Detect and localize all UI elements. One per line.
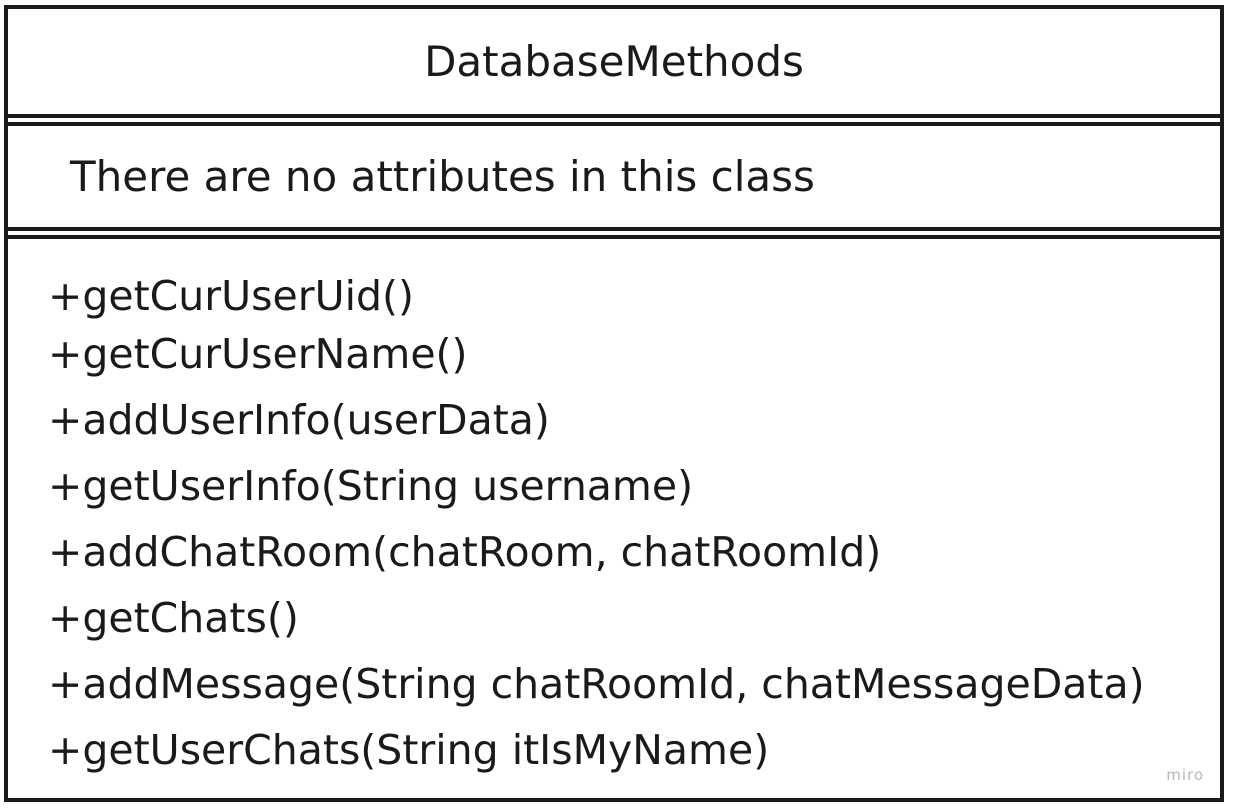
method-item: +getUserInfo(String username) [48,462,694,510]
method-item: +addMessage(String chatRoomId, chatMessa… [48,660,1145,708]
miro-watermark: miro [1166,766,1204,784]
compartment-separator [8,231,1220,239]
uml-class-box: DatabaseMethods There are no attributes … [4,5,1224,802]
method-item: +getCurUserUid() [48,272,415,320]
method-item: +getChats() [48,594,299,642]
method-item: +addChatRoom(chatRoom, chatRoomId) [48,528,882,576]
attributes-note: There are no attributes in this class [70,152,815,201]
method-item: +getUserChats(String itIsMyName) [48,726,770,774]
method-item: +addUserInfo(userData) [48,396,550,444]
class-name: DatabaseMethods [424,37,804,86]
methods-compartment: +getCurUserUid() +getCurUserName() +addU… [8,239,1220,798]
class-name-compartment: DatabaseMethods [8,9,1220,118]
method-list: +getCurUserUid() +getCurUserName() +addU… [48,269,1220,789]
method-item: +getCurUserName() [48,330,468,378]
attributes-compartment: There are no attributes in this class [8,126,1220,231]
compartment-separator [8,118,1220,126]
